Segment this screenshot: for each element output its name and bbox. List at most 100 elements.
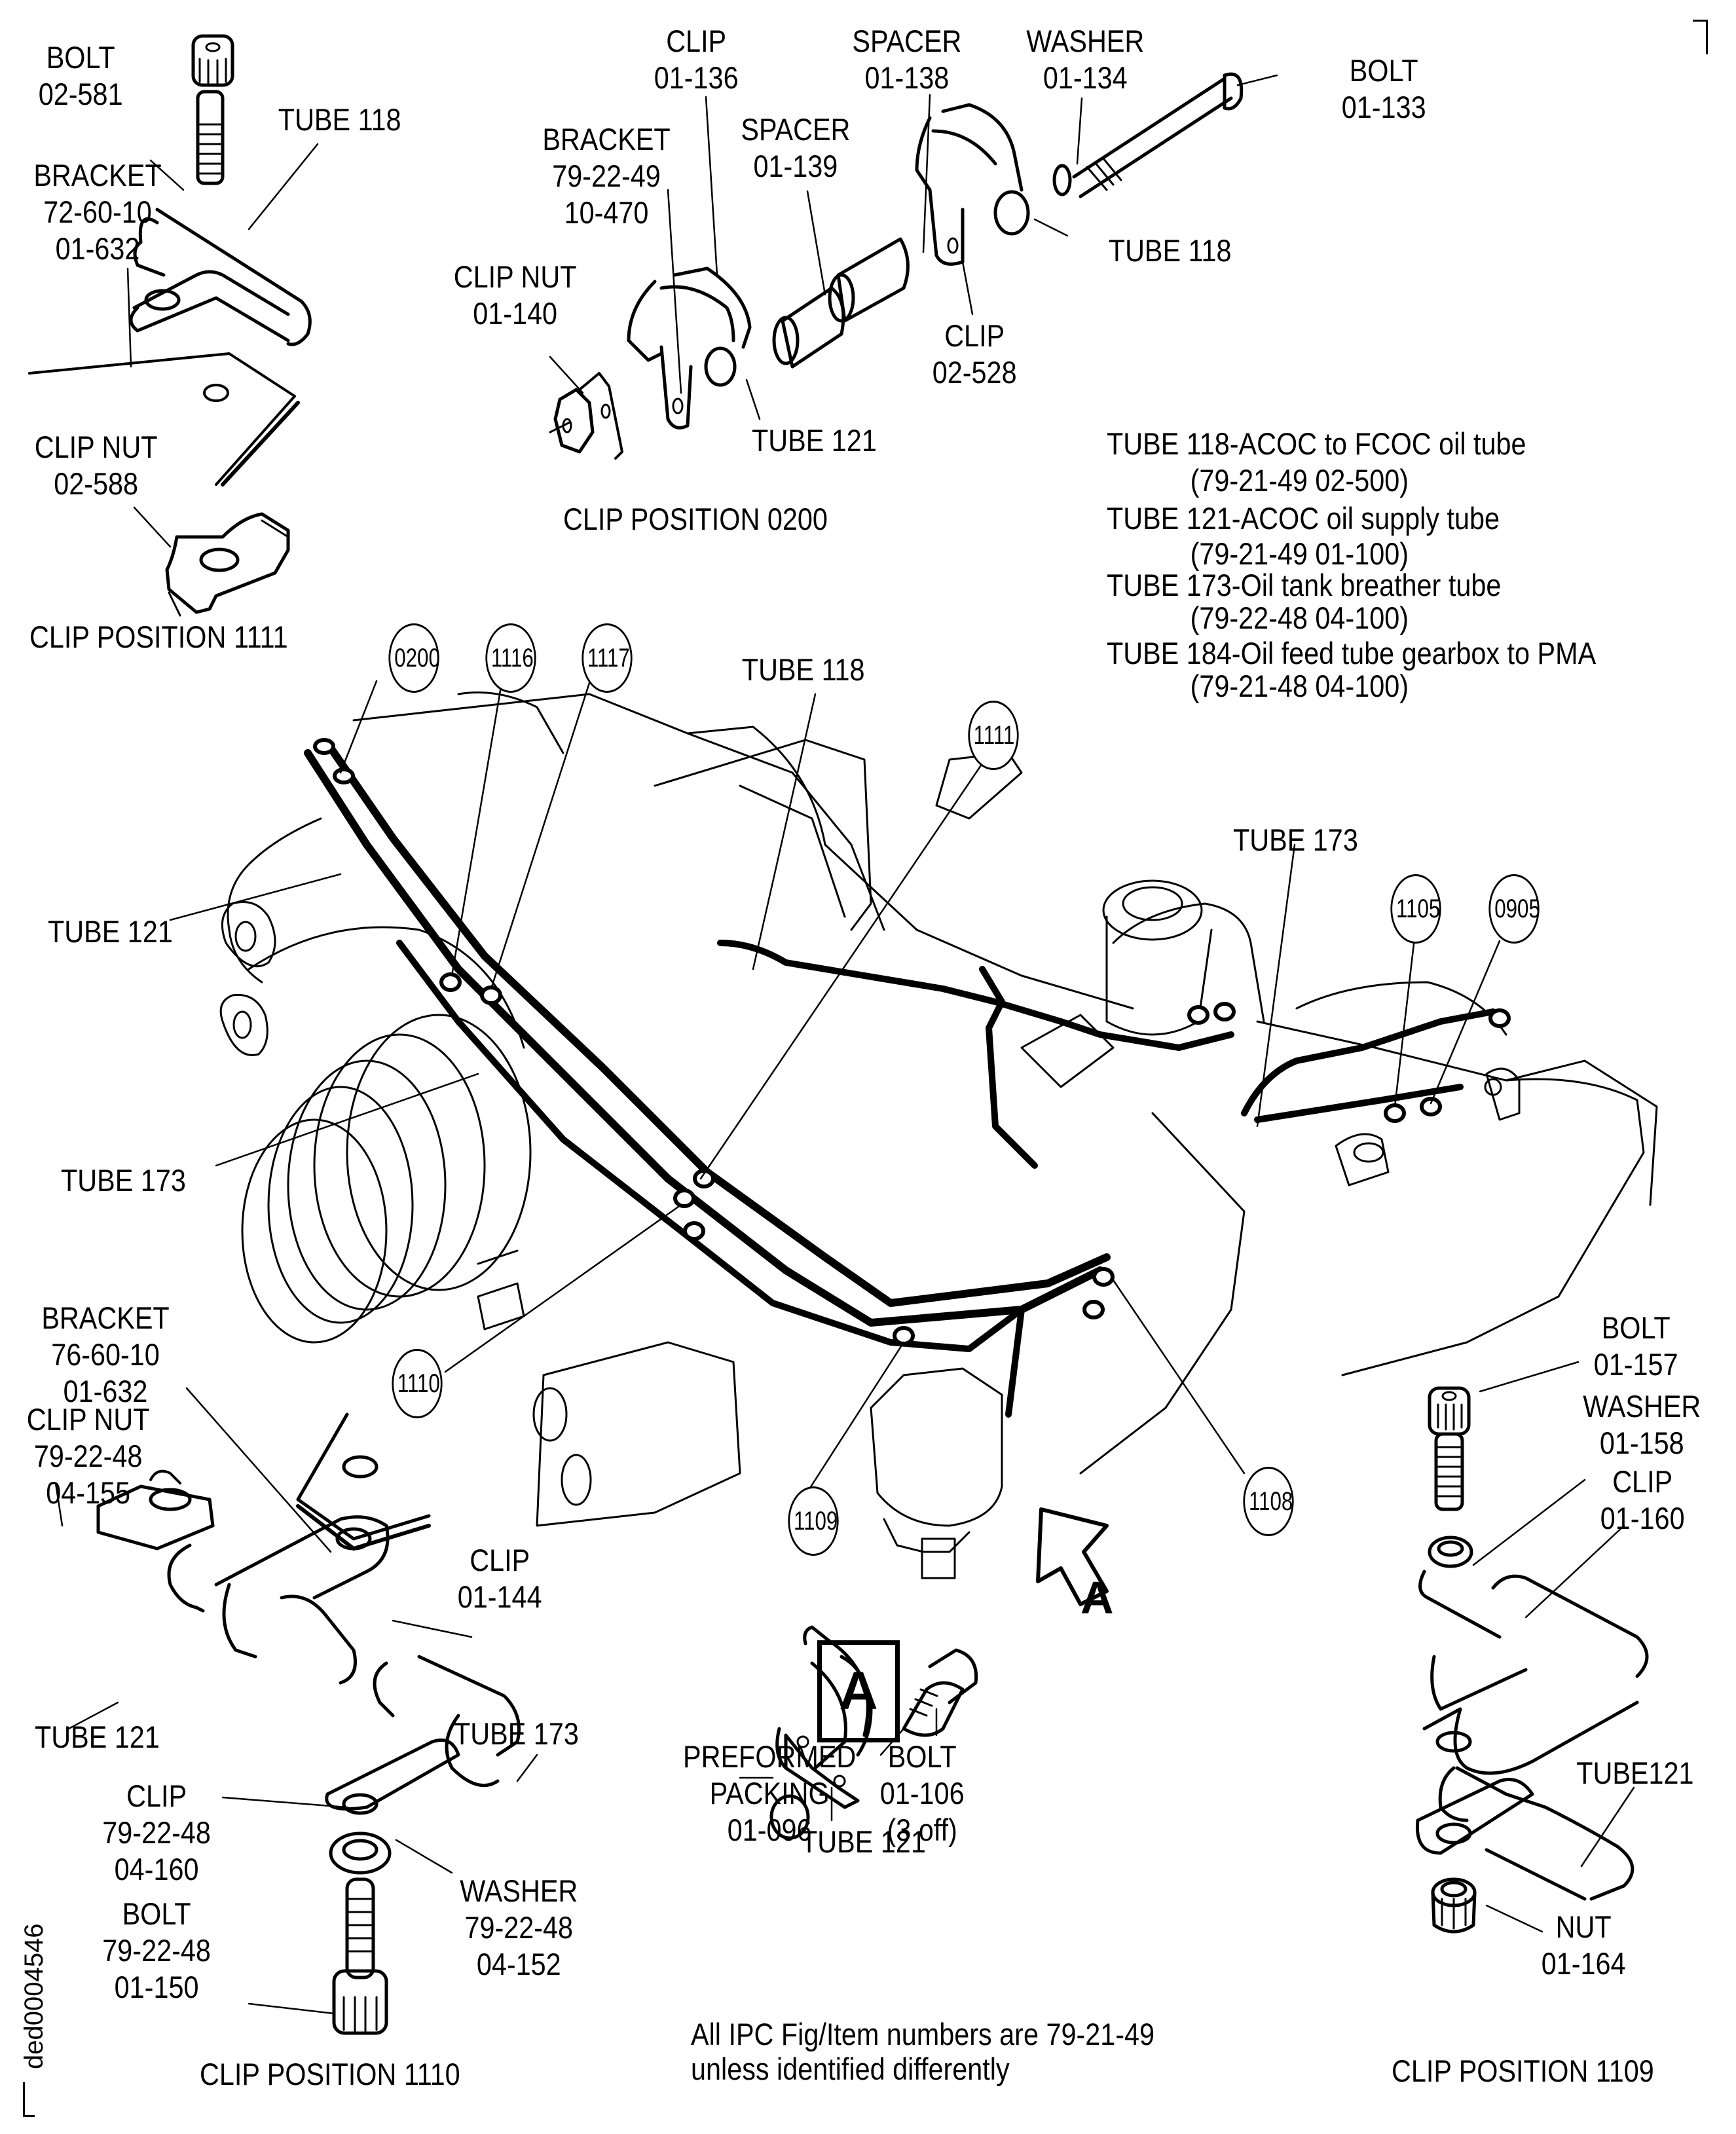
label-clip-01-160: CLIP 01-160 [1600, 1464, 1685, 1536]
bracket-72-60-10-plate [28, 352, 300, 487]
footnote: All IPC Fig/Item numbers are 79-21-49 un… [691, 2017, 1155, 2086]
oil-filter [870, 1367, 1003, 1579]
clip-02-528-icon [915, 103, 1030, 266]
clip-01-144-tube-121-icon [167, 1515, 390, 1685]
callout-1116: 1116 [485, 623, 536, 693]
clip-position-1111-illustration [28, 34, 319, 617]
crop-mark-bottom-left [23, 2082, 35, 2117]
tube-connectors [313, 738, 1511, 1346]
detail-a-box: A [817, 1640, 900, 1742]
label-clip-nut-02-588: CLIP NUT 02-588 [34, 430, 158, 501]
washer-04-152-icon [329, 1831, 392, 1875]
clip-position-0200-illustration [549, 72, 1278, 460]
bolt-01-133-icon [1072, 72, 1244, 198]
gearbox-housing [654, 739, 1115, 1088]
bolt-01-106-icon [902, 1648, 978, 1737]
view-a-marker: A [1080, 1572, 1114, 1623]
label-bolt-02-581: BOLT 02-581 [38, 40, 123, 111]
document-id: ded0004546 [20, 1923, 48, 2069]
label-preformed-packing-01-096: PREFORMED PACKING 01-096 [683, 1739, 857, 1847]
tube-173-path [396, 940, 1025, 1418]
tube-legend-item: TUBE 121-ACOC oil supply tube (79-21-49 … [1107, 501, 1500, 571]
engine-casing-outline [227, 691, 1658, 1475]
spacer-01-138-icon [828, 237, 910, 323]
label-clip-nut-79-22-48-04-155: CLIP NUT 79-22-48 04-155 [26, 1402, 150, 1510]
clip-tube-121-icon [1415, 1766, 1634, 1901]
label-washer-01-134: WASHER 01-134 [1026, 24, 1145, 95]
clip-01-160-icon [1418, 1570, 1649, 1775]
label-clip-01-136: CLIP 01-136 [654, 24, 739, 95]
callout-0200: 0200 [388, 623, 440, 693]
callout-leader-lines [169, 680, 1501, 1494]
oil-pump-body [477, 1249, 741, 1527]
leader-lines [54, 1387, 538, 2015]
caption-clip-position-0200: CLIP POSITION 0200 [563, 502, 828, 536]
label-washer-01-158: WASHER 01-158 [1583, 1389, 1701, 1460]
label-tube-121-pos0200: TUBE 121 [752, 423, 877, 458]
leader-lines [549, 74, 1278, 420]
label-clip-02-528: CLIP 02-528 [932, 318, 1017, 390]
tube-legend: TUBE 118-ACOC to FCOC oil tube (79-21-49… [1107, 426, 1596, 705]
caption-clip-position-1110: CLIP POSITION 1110 [200, 2057, 460, 2091]
tube-121-path [304, 749, 1104, 1327]
label-bracket-79-22-49-10-470: BRACKET 79-22-49 10-470 [542, 122, 671, 230]
label-spacer-01-139: SPACER 01-139 [741, 112, 851, 183]
label-tube121-pos1109: TUBE121 [1576, 1756, 1694, 1790]
mount-flanges [219, 901, 276, 1056]
label-bracket-72-60-10: BRACKET 72-60-10 01-632 [33, 158, 162, 266]
caption-clip-position-1109: CLIP POSITION 1109 [1392, 2053, 1654, 2088]
callout-1108: 1108 [1243, 1467, 1294, 1536]
clip-position-1109-illustration [1415, 1361, 1649, 1934]
label-bolt-01-133: BOLT 01-133 [1341, 53, 1426, 124]
tube-118-clip-icon [129, 208, 312, 346]
callout-0905: 0905 [1488, 874, 1540, 944]
clip-01-136-icon [627, 267, 752, 430]
crop-mark-top-right [1693, 20, 1708, 54]
label-tube-173-main-left: TUBE 173 [61, 1163, 186, 1198]
clip-position-1110-illustration [54, 1387, 538, 2035]
callout-1117: 1117 [582, 623, 633, 693]
callout-1109: 1109 [788, 1486, 839, 1556]
bolt-01-157-icon [1428, 1386, 1471, 1511]
label-clip-79-22-48-04-160: CLIP 79-22-48 04-160 [102, 1778, 211, 1886]
bolt-01-150-icon [332, 1877, 388, 2035]
leader-lines [1472, 1361, 1635, 1933]
preformed-packing-01-096-icon [769, 1794, 810, 1840]
washer-01-134-icon [1052, 164, 1072, 196]
label-tube-121-detail-a: TUBE 121 [801, 1824, 926, 1859]
engine-main-view [169, 680, 1658, 1606]
front-bearing-housing [241, 926, 532, 1344]
label-tube-118-pos1111: TUBE 118 [278, 102, 401, 137]
leader-lines [126, 143, 319, 548]
view-arrow-a [1036, 1507, 1109, 1606]
label-bolt-01-157: BOLT 01-157 [1593, 1310, 1678, 1382]
label-bolt-79-22-48-01-150: BOLT 79-22-48 01-150 [102, 1896, 211, 2004]
label-bracket-76-60-10: BRACKET 76-60-10 01-632 [41, 1300, 170, 1408]
clip-79-22-48-04-160-tube-173-icon [325, 1655, 521, 1815]
breather-dome [1102, 879, 1213, 1036]
callout-1111: 1111 [968, 701, 1019, 770]
caption-clip-position-1111: CLIP POSITION 1111 [29, 619, 288, 654]
label-tube-121-main: TUBE 121 [48, 914, 173, 949]
spacer-01-139-icon [772, 286, 845, 369]
label-nut-01-164: NUT 01-164 [1541, 1909, 1626, 1981]
nut-01-164-icon [1431, 1877, 1477, 1934]
label-clip-nut-01-140: CLIP NUT 01-140 [453, 259, 577, 331]
leader-lines [739, 1708, 938, 1822]
label-tube-118-main: TUBE 118 [741, 652, 865, 687]
tube-legend-item: TUBE 184-Oil feed tube gearbox to PMA (7… [1107, 636, 1597, 703]
label-washer-79-22-48-04-152: WASHER 79-22-48 04-152 [460, 1873, 578, 1981]
callout-1105: 1105 [1390, 874, 1441, 944]
label-bolt-01-106: BOLT 01-106 (3 off) [879, 1739, 965, 1847]
clip-nut-04-155-icon [96, 1469, 215, 1551]
tube-legend-item: TUBE 173-Oil tank breather tube (79-22-4… [1107, 568, 1502, 635]
bracket-10-470-plate [578, 372, 623, 460]
tube-legend-item: TUBE 118-ACOC to FCOC oil tube (79-21-49… [1107, 426, 1526, 498]
label-tube-121-pos1110: TUBE 121 [35, 1720, 160, 1754]
clip-nut-02-588-icon [165, 512, 290, 617]
washer-01-158-icon [1428, 1536, 1473, 1568]
label-tube-173-pos1110: TUBE 173 [454, 1716, 579, 1751]
tube-184-path [717, 940, 1496, 1169]
label-clip-01-144: CLIP 01-144 [457, 1543, 542, 1614]
